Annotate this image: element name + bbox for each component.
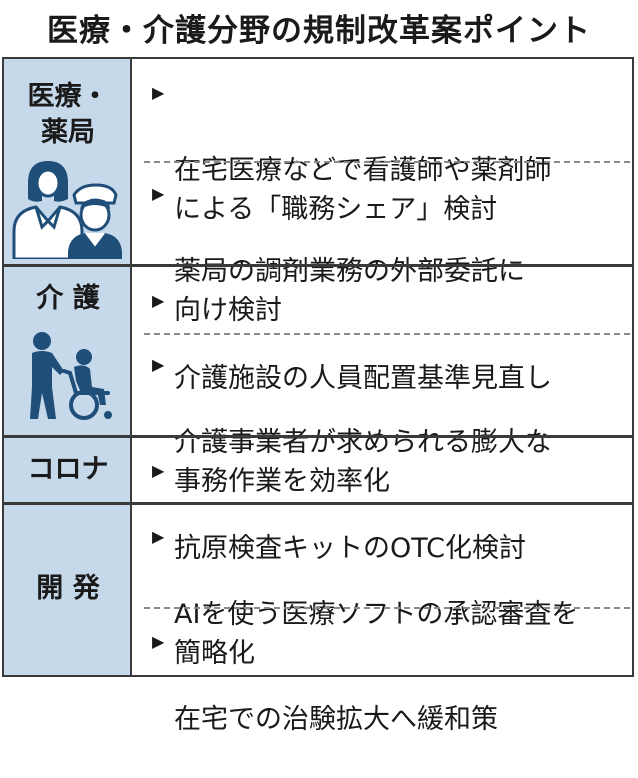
category-cell-development <box>4 505 132 675</box>
triangle-bullet-icon: ▶ <box>152 461 165 480</box>
category-cell-corona <box>4 438 132 502</box>
triangle-bullet-icon: ▶ <box>152 527 165 546</box>
dashed-divider <box>144 161 630 163</box>
row-separator <box>4 502 632 505</box>
row-separator <box>4 264 632 267</box>
dashed-divider <box>144 607 630 609</box>
triangle-bullet-icon: ▶ <box>152 355 165 374</box>
caregiver-wheelchair-icon <box>30 332 112 420</box>
category-cell-care <box>4 267 132 435</box>
category-label-care: 介 護 <box>36 283 100 314</box>
doctor-and-nurse-icon <box>12 161 122 259</box>
category-label-medical: 医療・ 薬局 <box>27 81 109 148</box>
triangle-bullet-icon: ▶ <box>152 184 165 203</box>
triangle-bullet-icon: ▶ <box>152 632 165 651</box>
list-item: ▶ 介護施設の人員配置基準見直し <box>152 281 552 437</box>
list-item: ▶ AIを使う医療ソフトの承認審査を 簡略化 <box>152 517 578 712</box>
list-item: ▶ 抗原検査キットのOTC化検討 <box>152 451 526 607</box>
reform-points-table: 医療・ 薬局 ▶ 在宅医療などで看護師や薬剤師 による「職務シェア」検討 ▶ 薬… <box>2 57 634 735</box>
list-item: ▶ 在宅医療などで看護師や薬剤師 による「職務シェア」検討 <box>152 73 551 268</box>
row-separator <box>4 435 632 438</box>
triangle-bullet-icon: ▶ <box>152 83 165 102</box>
dashed-divider <box>144 333 630 335</box>
category-label-development: 開 発 <box>36 573 100 604</box>
triangle-bullet-icon: ▶ <box>152 291 165 310</box>
page-title: 医療・介護分野の規制改革案ポイント <box>47 12 591 49</box>
list-item: ▶ 在宅での治験拡大へ緩和策 <box>152 622 498 778</box>
list-item: ▶ 介護事業者が求められる膨大な 事務作業を効率化 <box>152 345 552 540</box>
list-item: ▶ 薬局の調剤業務の外部委託に 向け検討 <box>152 174 525 369</box>
category-label-corona: コロナ <box>27 454 109 485</box>
